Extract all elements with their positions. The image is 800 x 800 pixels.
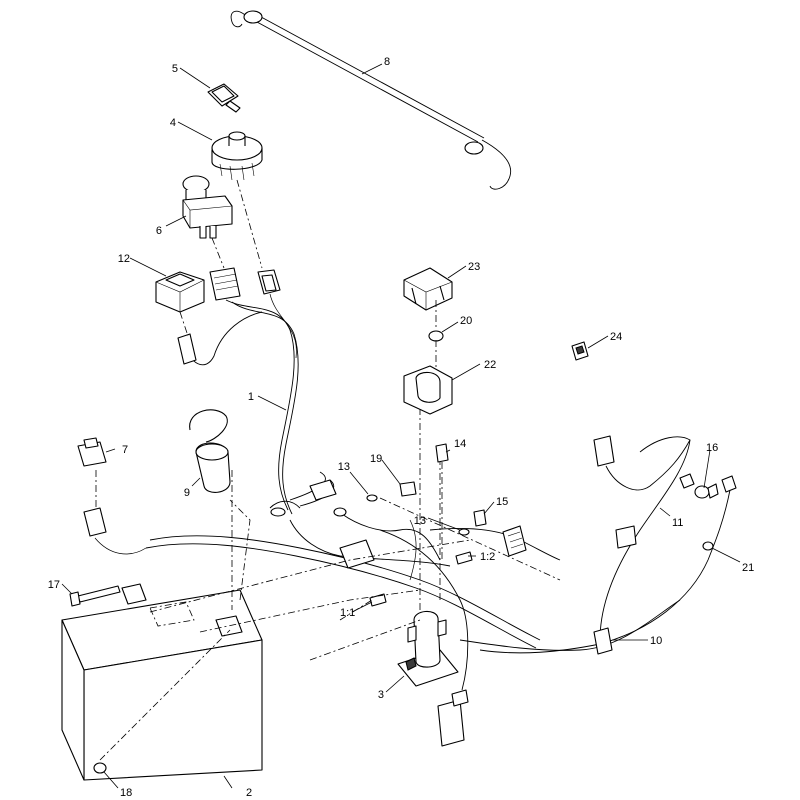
part-1-wire-harness (83, 293, 681, 691)
part-22-boot (403, 365, 453, 415)
part-6-pto-switch (182, 175, 233, 239)
small-hardware (149, 481, 487, 633)
part-23-cover (403, 267, 453, 311)
part-5-key (207, 83, 241, 113)
part-7-relay (77, 437, 107, 510)
callout-16: 16 (706, 442, 718, 454)
leader-lines (61, 63, 741, 789)
part-8-rod (230, 10, 512, 190)
callout-3: 3 (378, 689, 384, 701)
callout-7: 7 (122, 444, 128, 456)
callout-15: 15 (496, 496, 508, 508)
part-10-cable (479, 475, 737, 655)
part-24-clip (571, 341, 589, 361)
callout-1: 1 (248, 391, 254, 403)
callout-22: 22 (484, 359, 496, 371)
callout-14: 14 (454, 438, 466, 450)
part-20-nut (428, 330, 444, 342)
callout-8: 8 (384, 56, 390, 68)
part-3-solenoid (397, 400, 459, 687)
callout-21: 21 (742, 562, 754, 574)
callout-23: 23 (468, 261, 480, 273)
callout-13-upper: 13 (338, 461, 350, 473)
callout-20: 20 (460, 315, 472, 327)
part-9-boot (189, 409, 231, 493)
callout-labels: 1 2 3 4 5 6 7 8 9 10 11 12 13 13 14 15 1… (48, 56, 755, 799)
callout-4: 4 (170, 117, 176, 129)
part-4-ignition-switch (211, 131, 263, 181)
callout-10: 10 (650, 635, 662, 647)
seat-switch-connector (437, 689, 469, 747)
part-2-battery (61, 499, 263, 781)
callout-2: 2 (246, 787, 252, 799)
parts-17-18-hardware (69, 585, 121, 774)
callout-1-2: 1:2 (480, 551, 495, 563)
callout-9: 9 (184, 487, 190, 499)
part-11-cable (593, 435, 695, 641)
callout-11: 11 (672, 517, 683, 529)
callout-13-lower: 13 (414, 515, 426, 527)
callout-17: 17 (48, 579, 60, 591)
callout-5: 5 (172, 63, 178, 75)
callout-24: 24 (610, 331, 622, 343)
callout-6: 6 (156, 225, 162, 237)
switch-connectors (209, 267, 281, 301)
callout-1-1: 1:1 (340, 607, 355, 619)
callout-12: 12 (118, 253, 130, 265)
part-14-bolt (435, 443, 449, 560)
part-12-hour-meter (155, 271, 205, 313)
callout-19: 19 (370, 453, 382, 465)
callout-18: 18 (120, 787, 132, 799)
alignment-lines (179, 179, 561, 661)
part-16-bolt (694, 483, 719, 499)
